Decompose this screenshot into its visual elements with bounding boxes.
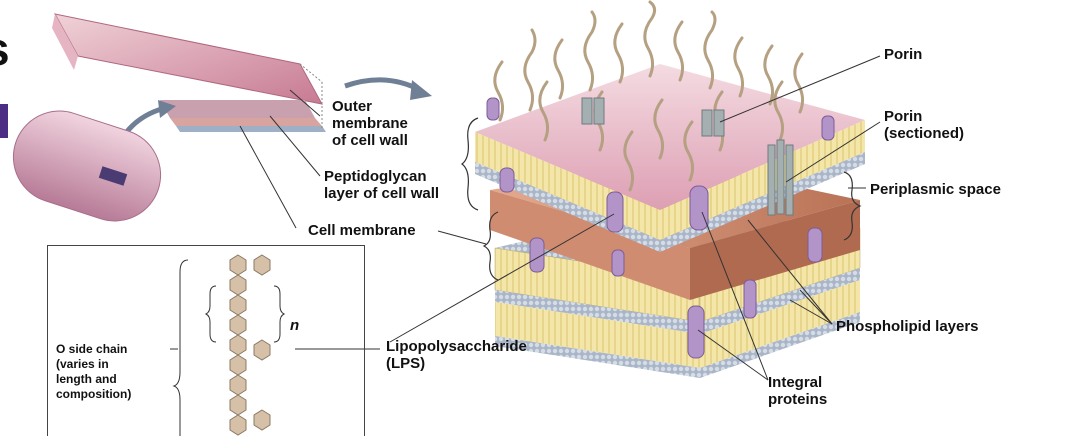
zoom-arrow-1-head (158, 100, 176, 118)
inset-frame (47, 245, 365, 436)
label-outer-membrane: Outer membrane of cell wall (332, 98, 408, 149)
zoom-arrow-2 (344, 77, 422, 93)
bacterium-rod (12, 110, 162, 222)
label-peptidoglycan: Peptidoglycan layer of cell wall (324, 168, 440, 202)
label-periplasmic-space: Periplasmic space (870, 181, 1001, 198)
label-integral-proteins: Integral proteins (768, 374, 828, 408)
zoom-arrow-2-head (410, 80, 432, 100)
label-o-side-chain: O side chain (varies in length and compo… (56, 342, 132, 401)
label-porin: Porin (884, 46, 923, 63)
label-lps: Lipopolysaccharide (LPS) (386, 338, 527, 372)
cell-wall-block (475, 0, 865, 378)
label-cell-membrane: Cell membrane (308, 222, 416, 239)
leader-lines (239, 55, 881, 381)
label-phospholipid-layers: Phospholipid layers (836, 318, 979, 335)
o-side-chain-inset (170, 254, 380, 436)
label-porin-sectioned: Porin (sectioned) (884, 108, 965, 142)
cropped-title-glyph: s (0, 22, 10, 76)
accent-tab (0, 104, 8, 138)
brackets (461, 117, 862, 281)
label-repeat-n: n (290, 317, 300, 334)
wall-sheet-illustration (52, 13, 326, 132)
